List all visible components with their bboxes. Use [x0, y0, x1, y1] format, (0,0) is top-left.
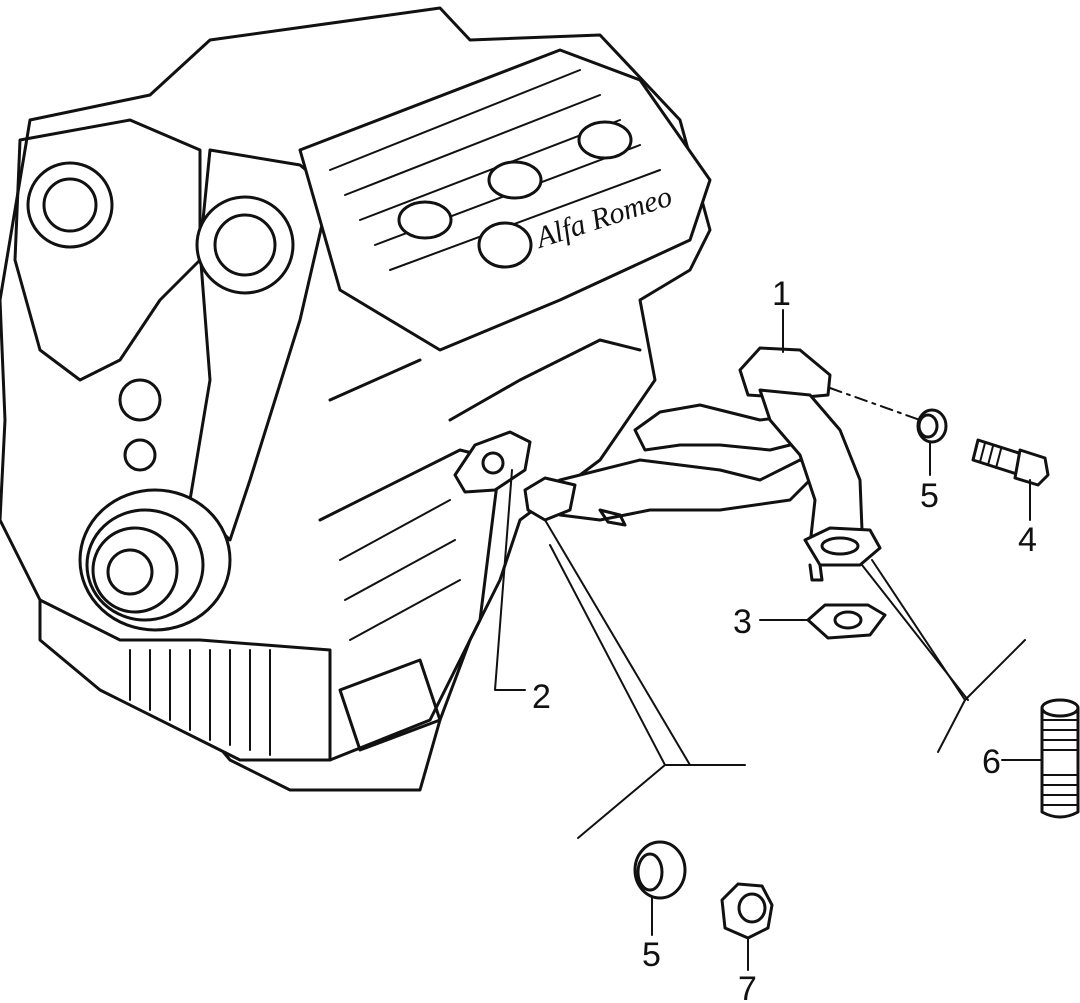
nut-part-7: [720, 882, 774, 940]
callout-1: 1: [772, 275, 791, 313]
cam-cover: Alfa Romeo: [298, 48, 712, 352]
callout-labels: 1 2 3 4 5 6 5 7: [532, 275, 1037, 1003]
callout-7: 7: [738, 970, 757, 1003]
gasket-part-3: [806, 603, 887, 640]
washer-part-5-lower: [633, 840, 687, 900]
exhaust-manifold-part-1: [523, 346, 882, 582]
oil-pan: [38, 598, 332, 762]
callout-3: 3: [733, 603, 752, 641]
camshaft-pulley-left: [26, 161, 114, 249]
washer-part-5-upper: [916, 408, 948, 444]
engine-block: Alfa Romeo: [0, 6, 712, 792]
bolt-part-4: [971, 438, 1050, 487]
callout-5-upper: 5: [920, 477, 939, 515]
leader-lines: [494, 309, 1043, 971]
callout-6: 6: [982, 743, 1001, 781]
callout-5-lower: 5: [642, 936, 661, 974]
camshaft-pulley-right: [195, 195, 295, 295]
callout-2: 2: [532, 678, 551, 716]
stud-part-6: [1040, 698, 1080, 819]
crankshaft-pulley: [78, 488, 232, 632]
callout-4: 4: [1018, 521, 1037, 559]
